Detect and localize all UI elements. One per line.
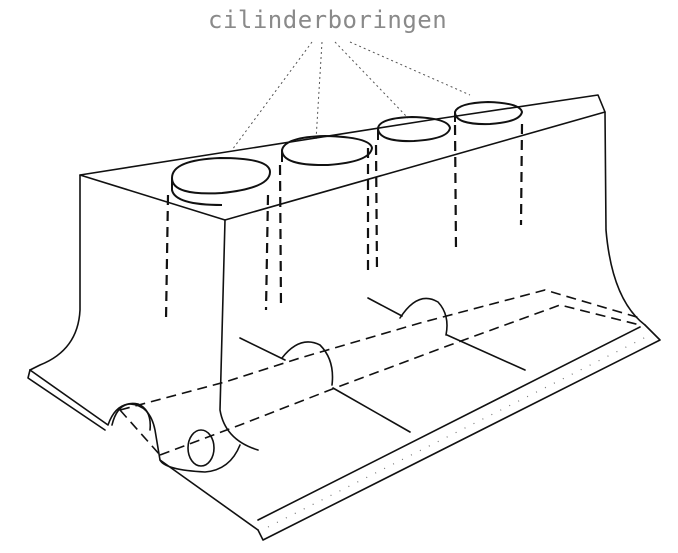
cylinder-bores	[170, 100, 524, 206]
bore-4	[453, 100, 524, 126]
main-bearings	[111, 297, 448, 467]
block-right-face	[604, 111, 646, 326]
bore-1-wall	[171, 178, 223, 206]
bore-3	[376, 115, 452, 143]
hidden-cylinder-walls	[164, 123, 524, 321]
block-bottom-flange-edge	[27, 369, 106, 431]
block-bottom-flange-right	[257, 324, 661, 541]
block-front-face	[29, 174, 81, 371]
leader-lines	[231, 41, 471, 151]
front-skirt-curve	[159, 444, 241, 473]
bore-2	[280, 134, 374, 167]
bearing-1	[111, 402, 152, 431]
bearing-3	[399, 297, 448, 336]
bore-1	[170, 156, 272, 195]
block-top-face	[79, 94, 606, 221]
crankshaft-hidden-lines	[119, 289, 641, 456]
bearing-2	[281, 341, 334, 386]
cylinder-bores-label: cilinderboringen	[208, 6, 448, 34]
block-front-edge	[219, 219, 259, 451]
block-bottom-flange-inner	[257, 326, 641, 521]
bearing-front-bore	[187, 429, 215, 467]
bulkhead-lines	[239, 297, 526, 433]
block-bottom-flange-left	[29, 369, 259, 531]
flange-bolt-row	[267, 334, 651, 528]
